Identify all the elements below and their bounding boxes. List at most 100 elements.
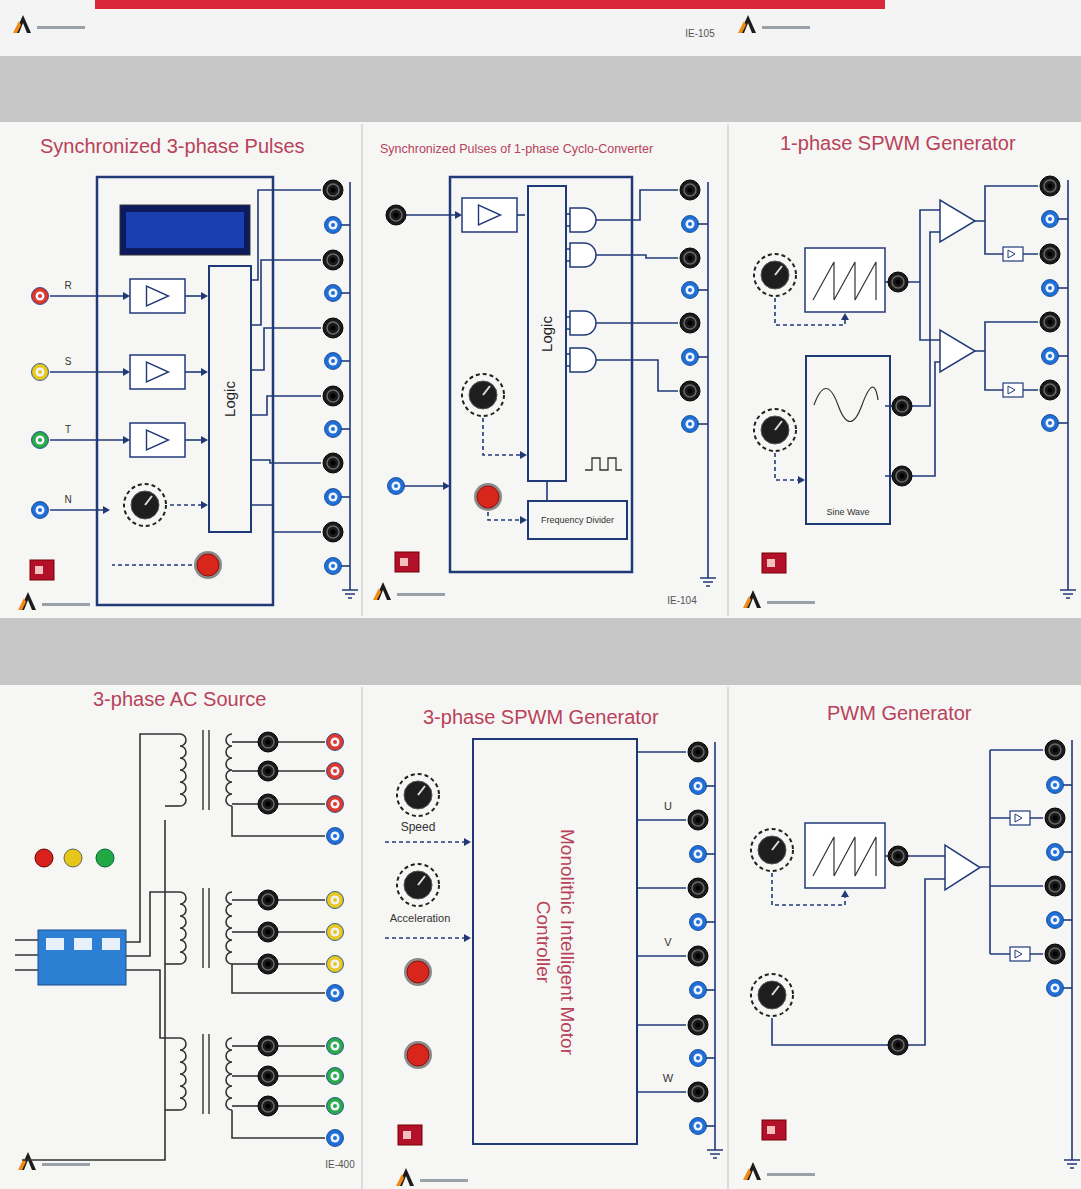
wire <box>278 1045 325 1047</box>
jack-ring <box>262 798 274 810</box>
wire <box>232 1110 325 1138</box>
colored-jack <box>327 796 344 813</box>
colored-jack <box>1047 844 1064 861</box>
transformer-coil <box>226 1038 232 1110</box>
lcd-display <box>120 205 250 255</box>
rack-rail <box>0 618 1081 685</box>
arrowhead <box>464 934 471 942</box>
wire <box>406 214 460 216</box>
black-jack <box>688 742 708 762</box>
module-title: 3-phase SPWM Generator <box>423 706 659 729</box>
knob-pointer <box>418 876 425 885</box>
panel-row <box>0 122 1081 618</box>
dashed-link <box>483 418 522 455</box>
jack-hole <box>38 294 42 298</box>
colored-jack <box>32 432 49 449</box>
wire <box>341 428 350 430</box>
dashed-link <box>775 298 845 325</box>
wire <box>1058 218 1068 220</box>
logo-url <box>397 593 445 596</box>
wire <box>698 356 708 358</box>
jack-hole <box>1048 421 1052 425</box>
jack-ring <box>686 286 695 295</box>
wire <box>772 879 945 1045</box>
jack-ring <box>262 926 274 938</box>
wire <box>278 1075 325 1077</box>
phase-label: R <box>64 280 71 291</box>
knob-pointer <box>775 421 782 430</box>
ground-bus <box>349 182 351 590</box>
block-label: Frequency Divider <box>538 515 617 526</box>
module-title: Synchronized Pulses of 1-phase Cyclo-Con… <box>380 142 653 156</box>
buffer-symbol <box>147 362 169 382</box>
wire <box>165 963 180 965</box>
jack-ring <box>896 400 908 412</box>
jack-hole <box>333 962 337 966</box>
wire <box>278 741 325 743</box>
sine-block: Sine Wave <box>805 355 891 525</box>
black-jack <box>323 453 343 473</box>
jack-hole <box>688 389 693 394</box>
ground-bus <box>1067 180 1069 590</box>
jack-ring <box>262 894 274 906</box>
jack-ring <box>1049 812 1061 824</box>
jack-ring <box>327 254 339 266</box>
colored-jack <box>325 558 342 575</box>
sawtooth-wave <box>813 262 876 300</box>
wire <box>912 362 940 476</box>
black-jack <box>688 946 708 966</box>
jack-ring <box>694 918 703 927</box>
jack-ring <box>686 353 695 362</box>
jack-ring <box>331 989 340 998</box>
inverter-symbol <box>1008 386 1015 394</box>
jack-ring <box>684 385 696 397</box>
arrowhead <box>123 368 130 376</box>
wire <box>638 955 686 957</box>
power-switch <box>395 552 419 572</box>
jack-hole <box>1053 816 1058 821</box>
jack-ring <box>331 1042 340 1051</box>
switch-rocker <box>403 1131 411 1139</box>
black-jack <box>323 318 343 338</box>
knob-scale <box>462 374 504 416</box>
wire <box>990 749 1043 751</box>
colored-jack <box>327 734 344 751</box>
buffer-symbol <box>147 430 169 450</box>
jack-hole <box>333 1136 337 1140</box>
colored-jack <box>32 364 49 381</box>
jack-hole <box>266 1074 271 1079</box>
arrowhead <box>123 292 130 300</box>
jack-hole <box>1048 217 1052 221</box>
wire <box>232 899 258 901</box>
rotary-knob <box>404 871 432 899</box>
jack-hole <box>688 188 693 193</box>
wire <box>638 819 686 821</box>
arrowhead <box>103 506 110 514</box>
switch-rocker <box>35 566 43 574</box>
black-jack <box>258 794 278 814</box>
jack-ring <box>262 765 274 777</box>
knob-scale <box>751 974 793 1016</box>
rotary-knob <box>469 381 497 409</box>
wire <box>278 963 325 965</box>
wire <box>15 940 38 970</box>
black-jack <box>680 313 700 333</box>
colored-jack <box>690 778 707 795</box>
jack-hole <box>333 898 337 902</box>
jack-hole <box>1048 354 1052 358</box>
wire <box>165 1109 180 1111</box>
ground-symbol <box>1064 1160 1080 1168</box>
colored-jack <box>327 1068 344 1085</box>
wire <box>638 751 686 753</box>
logo-url <box>42 603 90 606</box>
jack-ring <box>36 368 45 377</box>
neutral-wire <box>22 820 165 1160</box>
push-button <box>197 554 219 576</box>
power-switch <box>30 560 54 580</box>
power-switch <box>398 1125 422 1145</box>
ground-symbol <box>707 1150 723 1158</box>
jack-ring <box>694 1122 703 1131</box>
black-jack <box>888 846 908 866</box>
black-jack <box>1045 808 1065 828</box>
